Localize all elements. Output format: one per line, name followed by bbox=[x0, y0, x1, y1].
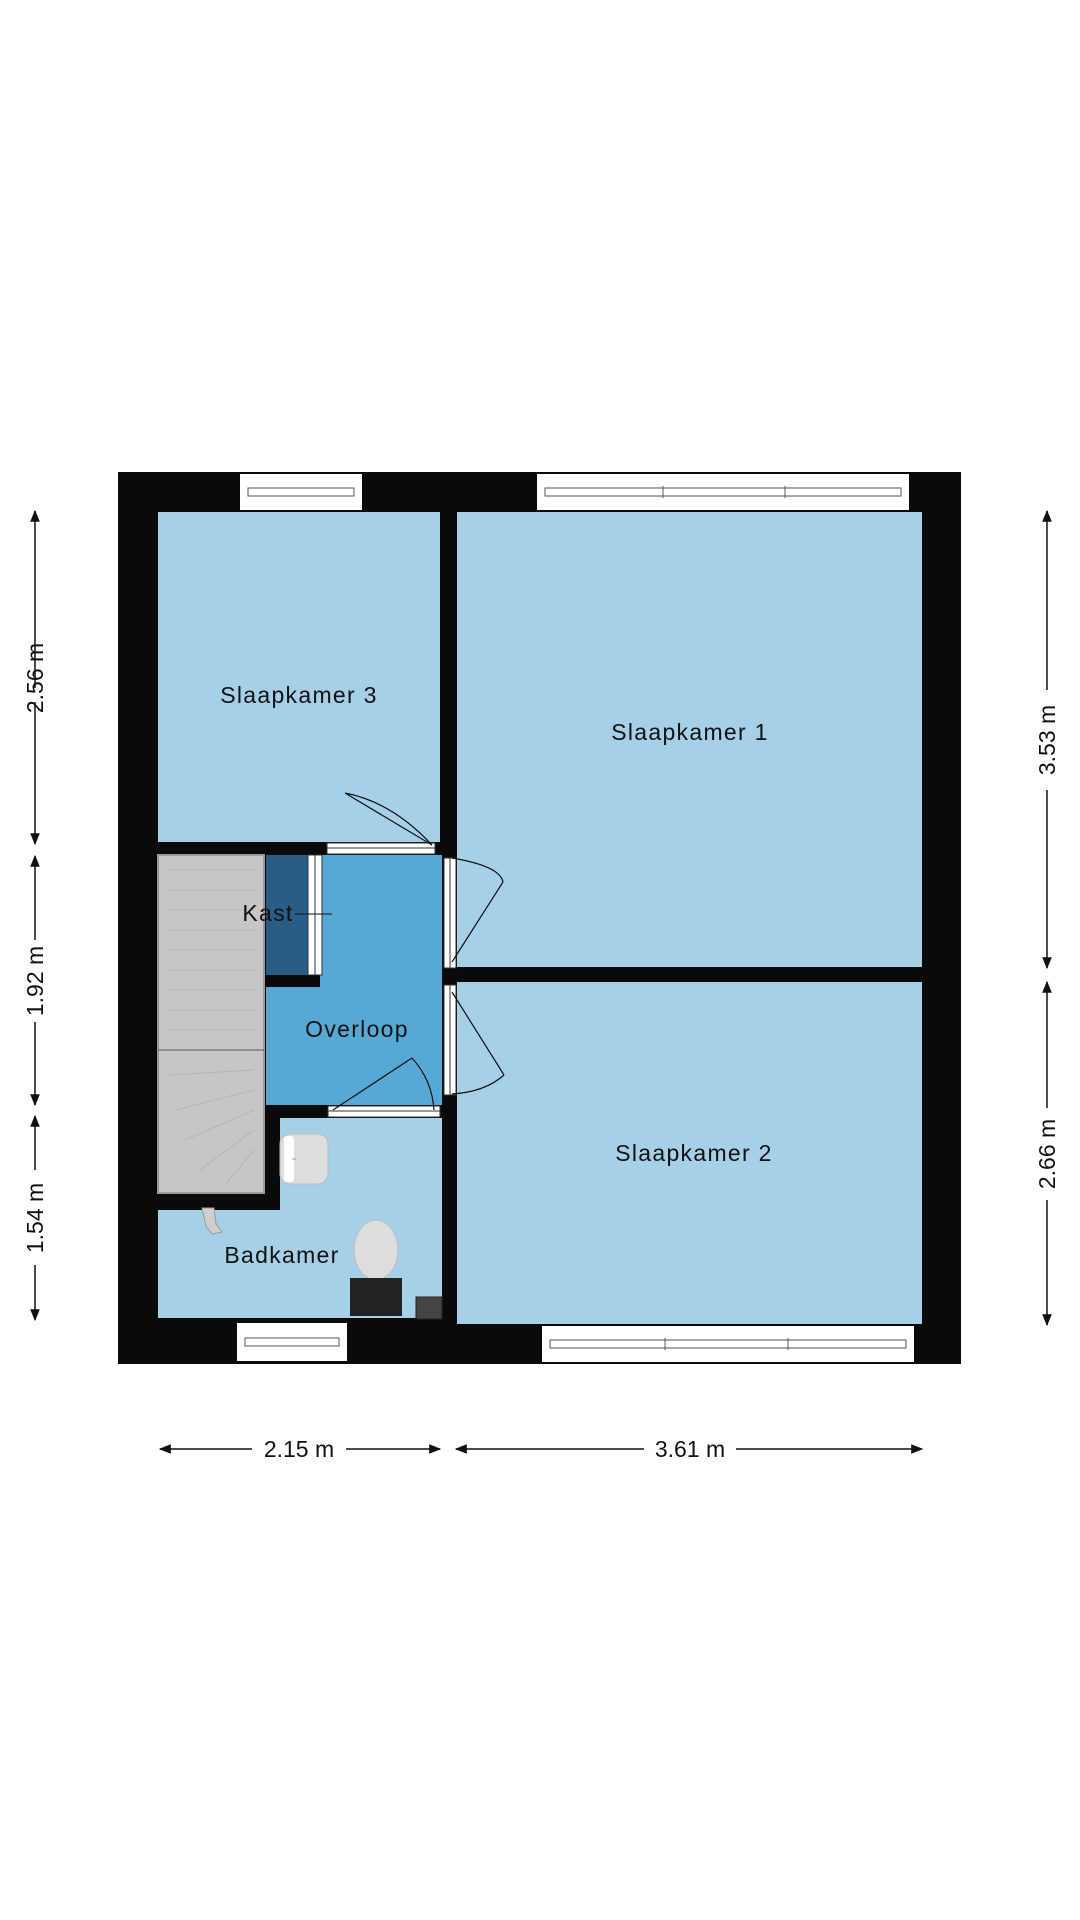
dim-left-1-label: 2.56 m bbox=[22, 643, 48, 713]
dimension-bottom-1: 2.15 m bbox=[158, 1436, 442, 1462]
dimension-left-3: 1.54 m bbox=[22, 1114, 48, 1322]
room-slaapkamer-1[interactable] bbox=[457, 512, 922, 967]
faucet-icon bbox=[201, 1207, 223, 1235]
dimension-right-1: 3.53 m bbox=[1034, 509, 1060, 970]
label-overloop: Overloop bbox=[305, 1016, 409, 1042]
room-kast[interactable] bbox=[266, 855, 308, 975]
dim-bottom-1-label: 2.15 m bbox=[264, 1436, 334, 1462]
dim-left-3-label: 1.54 m bbox=[22, 1183, 48, 1253]
room-slaapkamer-3[interactable] bbox=[158, 512, 440, 842]
window-icon bbox=[542, 1326, 914, 1362]
dim-right-2-label: 2.66 m bbox=[1034, 1119, 1060, 1189]
dim-left-2-label: 1.92 m bbox=[22, 946, 48, 1016]
window-icon bbox=[240, 474, 362, 510]
door-swing-icon[interactable] bbox=[326, 792, 436, 855]
sink-icon bbox=[279, 1133, 329, 1185]
dim-right-1-label: 3.53 m bbox=[1034, 705, 1060, 775]
room-slaapkamer-2[interactable] bbox=[457, 982, 922, 1324]
door-swing-icon[interactable] bbox=[443, 857, 504, 969]
label-badkamer: Badkamer bbox=[224, 1242, 339, 1268]
label-slaapkamer-2: Slaapkamer 2 bbox=[615, 1140, 773, 1166]
staircase-icon[interactable] bbox=[157, 854, 265, 1194]
window-icon bbox=[237, 1323, 347, 1361]
door-swing-icon[interactable] bbox=[443, 984, 505, 1096]
shaft-icon bbox=[415, 1296, 443, 1320]
label-slaapkamer-3: Slaapkamer 3 bbox=[220, 682, 378, 708]
dimension-left-1: 2.56 m bbox=[22, 509, 48, 846]
toilet-icon bbox=[350, 1219, 402, 1316]
kast-wall bbox=[266, 975, 320, 987]
dim-bottom-2-label: 3.61 m bbox=[655, 1436, 725, 1462]
door-swing-icon[interactable] bbox=[327, 1057, 441, 1118]
window-icon bbox=[537, 474, 909, 510]
dimension-right-2: 2.66 m bbox=[1034, 980, 1060, 1327]
dimension-left-2: 1.92 m bbox=[22, 854, 48, 1107]
label-kast: Kast bbox=[242, 900, 293, 926]
label-slaapkamer-1: Slaapkamer 1 bbox=[611, 719, 769, 745]
dimension-bottom-2: 3.61 m bbox=[454, 1436, 924, 1462]
